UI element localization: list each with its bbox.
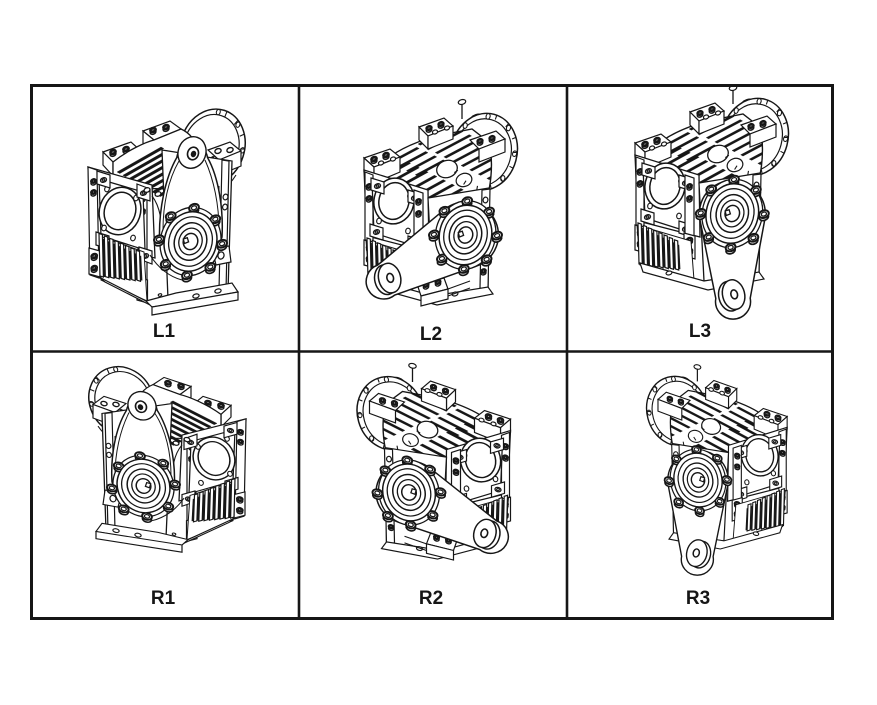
svg-text:L3: L3	[689, 321, 711, 342]
svg-text:R3: R3	[686, 588, 710, 609]
svg-text:L1: L1	[153, 321, 176, 342]
svg-text:R1: R1	[151, 588, 176, 609]
svg-text:R2: R2	[419, 588, 443, 609]
svg-text:L2: L2	[420, 324, 442, 345]
